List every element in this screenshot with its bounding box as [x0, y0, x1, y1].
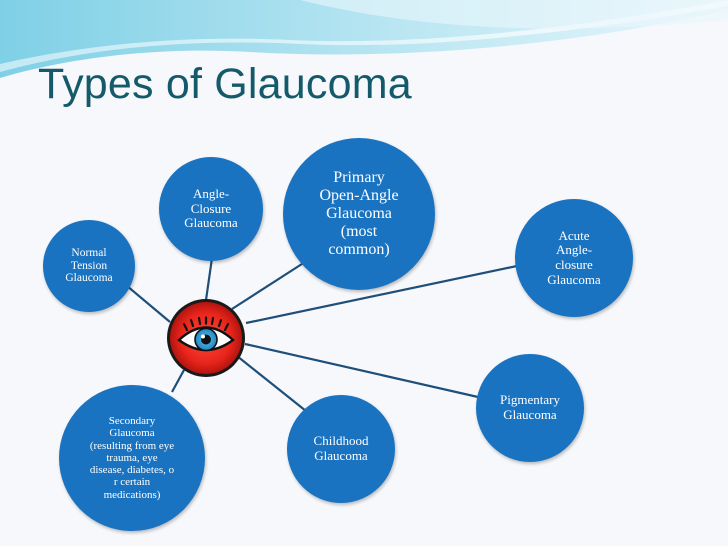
- node-childhood: Childhood Glaucoma: [287, 395, 395, 503]
- node-label: Angle- Closure Glaucoma: [184, 186, 238, 231]
- node-label: Acute Angle- closure Glaucoma: [547, 227, 601, 287]
- node-angle-closure: Angle- Closure Glaucoma: [159, 157, 263, 261]
- eye-icon: [167, 299, 245, 377]
- connector-normal-tension: [126, 285, 171, 323]
- node-label: Childhood Glaucoma: [313, 433, 369, 463]
- slide-title: Types of Glaucoma: [38, 60, 412, 108]
- node-secondary: Secondary Glaucoma (resulting from eye t…: [59, 385, 205, 531]
- node-acute-angle-closure: Acute Angle- closure Glaucoma: [515, 199, 633, 317]
- node-primary-open-angle: Primary Open-Angle Glaucoma (most common…: [283, 138, 435, 290]
- connector-angle-closure: [204, 257, 214, 301]
- connector-primary-open-angle: [231, 261, 306, 310]
- node-label: Secondary Glaucoma (resulting from eye t…: [89, 414, 175, 501]
- node-label: Normal Tension Glaucoma: [65, 246, 113, 285]
- node-label: Pigmentary Glaucoma: [500, 392, 560, 422]
- node-pigmentary: Pigmentary Glaucoma: [476, 354, 584, 462]
- node-label: Primary Open-Angle Glaucoma (most common…: [319, 169, 399, 258]
- connector-pigmentary: [244, 342, 479, 399]
- node-normal-tension: Normal Tension Glaucoma: [43, 220, 135, 312]
- connector-secondary: [171, 369, 185, 393]
- connector-childhood: [236, 355, 307, 412]
- connector-acute-angle-closure: [245, 264, 518, 325]
- header-wave-decoration: [0, 0, 728, 78]
